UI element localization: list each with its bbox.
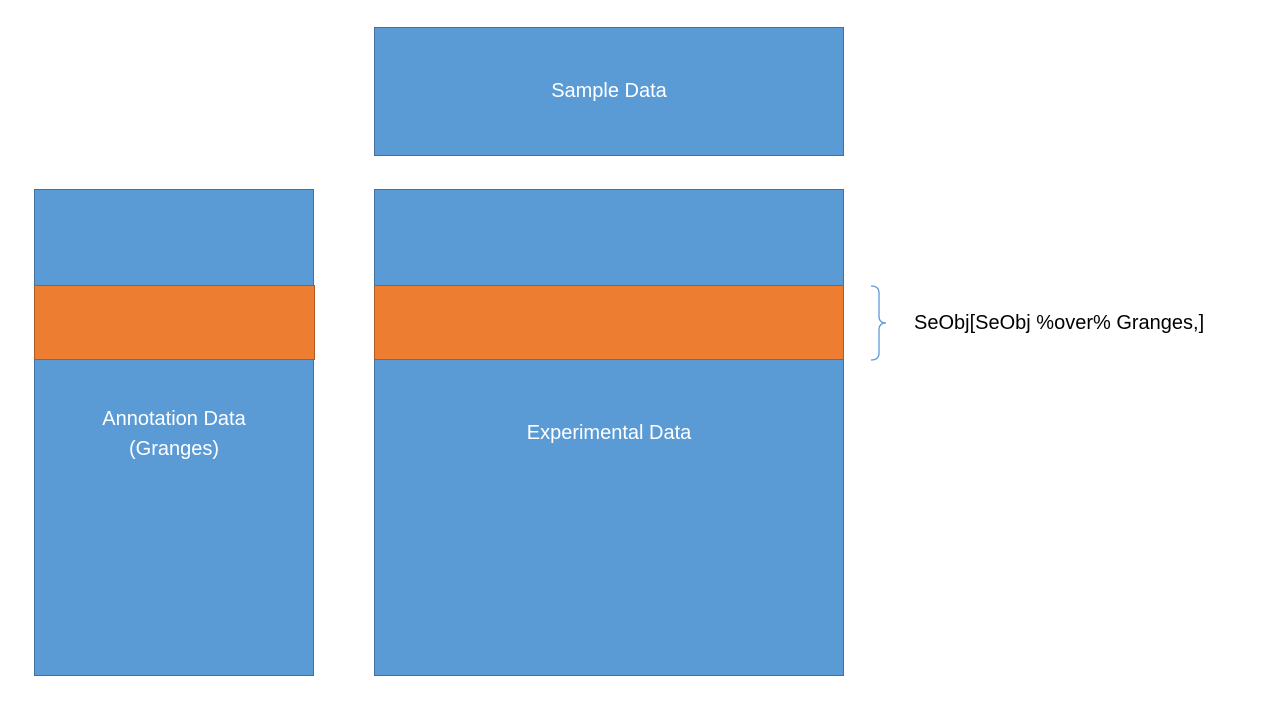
- experimental-data-box: Experimental Data: [374, 189, 844, 676]
- annotation-data-sublabel: (Granges): [128, 438, 220, 460]
- experimental-highlight-band: [374, 285, 844, 360]
- annotation-data-box: Annotation Data (Granges): [34, 189, 314, 676]
- curly-brace-icon: [870, 285, 887, 361]
- experimental-data-label: Experimental Data: [526, 422, 692, 444]
- sample-data-label: Sample Data: [551, 80, 667, 102]
- annotation-highlight-band: [34, 285, 315, 360]
- annotation-data-label: Annotation Data: [102, 408, 246, 430]
- subset-expression: SeObj[SeObj %over% Granges,]: [914, 312, 1205, 334]
- sample-data-box: Sample Data: [374, 27, 844, 156]
